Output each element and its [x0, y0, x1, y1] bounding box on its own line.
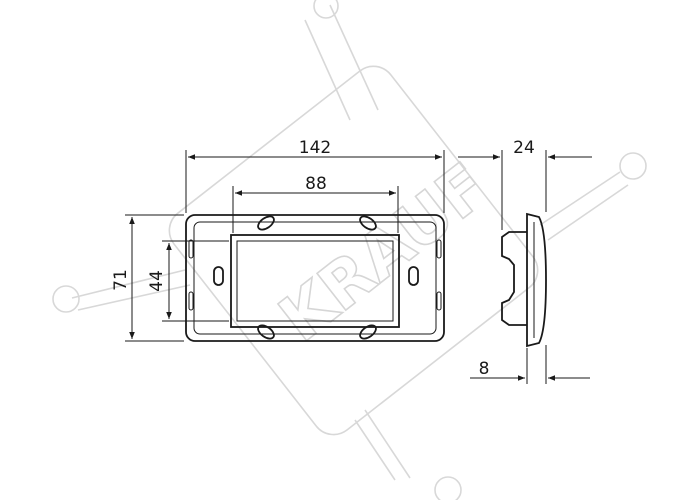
slot-left [213, 266, 224, 286]
offset-label: 8 [479, 359, 490, 379]
side-view [501, 212, 547, 348]
dim-opening-width: 88 [232, 174, 399, 233]
watermark: KRAUF [52, 0, 647, 500]
outer-plate [185, 214, 445, 342]
slot-right [408, 266, 419, 286]
side-body [501, 231, 527, 326]
watermark-text: KRAUF [266, 149, 502, 356]
opening-outer [230, 234, 400, 328]
slot-bottom-right [359, 324, 377, 340]
overall-width-label: 142 [299, 138, 331, 158]
dim-offset: 8 [470, 345, 590, 384]
side-flange [526, 212, 547, 348]
slot-top-right [359, 215, 377, 231]
watermark-circle-left [52, 285, 80, 313]
watermark-frame [168, 65, 539, 436]
opening-height-label: 44 [147, 270, 167, 292]
slot-bottom-left [257, 324, 275, 340]
overall-height-label: 71 [111, 269, 131, 291]
front-view [185, 214, 445, 342]
opening-width-label: 88 [305, 174, 327, 194]
dim-opening-height: 44 [147, 240, 229, 322]
depth-label: 24 [513, 138, 535, 158]
inner-rim [193, 221, 437, 335]
opening-inner [236, 240, 394, 322]
dim-overall-height: 71 [111, 214, 184, 342]
watermark-circle-top [313, 0, 339, 19]
dim-overall-width: 142 [185, 138, 445, 213]
dim-depth: 24 [458, 138, 592, 230]
side-ribs [188, 239, 442, 311]
watermark-rays [52, 0, 647, 500]
slot-top-left [257, 215, 275, 231]
watermark-circle-bottom [434, 476, 462, 500]
watermark-circle-right [619, 152, 647, 180]
mounting-slots [213, 215, 419, 340]
